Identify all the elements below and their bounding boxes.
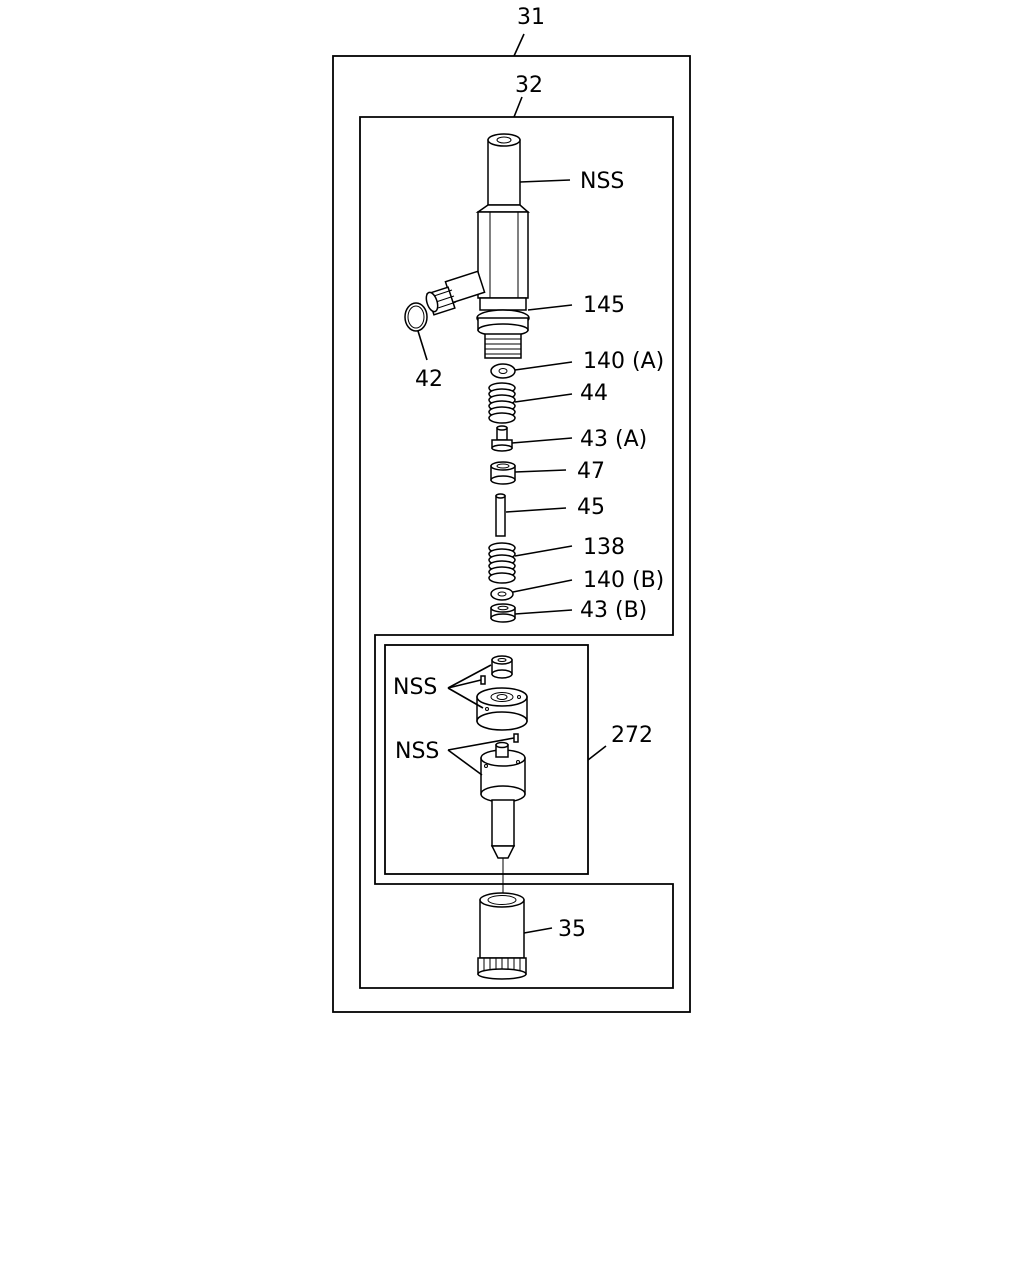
leader-140a (514, 361, 573, 371)
leader-42 (417, 330, 428, 361)
leader-145 (527, 304, 573, 311)
leader-nss-mid1-b (447, 679, 482, 689)
callout-35: 35 (558, 917, 586, 942)
spacer-43b (490, 603, 516, 623)
callout-31: 31 (517, 5, 545, 30)
callout-140a: 140 (A) (583, 349, 664, 374)
callout-nss-mid2: NSS (395, 739, 439, 764)
callout-43b: 43 (B) (580, 598, 647, 623)
leader-nss-mid1-c (447, 687, 484, 709)
leader-nss-mid2-b (447, 749, 483, 776)
leader-nss-mid2-a (447, 737, 515, 751)
leader-35 (523, 927, 553, 934)
o-ring-42 (404, 302, 428, 332)
callout-47: 47 (577, 459, 605, 484)
leader-138 (514, 545, 573, 557)
collar-47 (490, 461, 516, 485)
leader-nss-top (519, 179, 571, 183)
retaining-nut-35 (477, 892, 527, 980)
washer-140b (490, 587, 514, 601)
leader-272 (587, 745, 607, 761)
leader-44 (514, 393, 573, 403)
callout-nss-top: NSS (580, 169, 624, 194)
spring-44 (488, 382, 516, 424)
callout-32: 32 (515, 73, 543, 98)
leader-140b (512, 579, 573, 593)
callout-272: 272 (611, 723, 653, 748)
assembly-32-frame (359, 116, 674, 989)
leader-43b (514, 609, 573, 615)
push-rod-45 (495, 493, 506, 537)
callout-138: 138 (583, 535, 625, 560)
callout-nss-mid1: NSS (393, 675, 437, 700)
leader-31 (513, 33, 525, 57)
leader-47 (514, 469, 567, 473)
nozzle-parts (476, 655, 528, 862)
leader-nss-mid1-a (447, 664, 492, 689)
callout-44: 44 (580, 381, 608, 406)
callout-140b: 140 (B) (583, 568, 664, 593)
callout-145: 145 (583, 293, 625, 318)
leader-45 (505, 507, 567, 513)
callout-45: 45 (577, 495, 605, 520)
spindle-43a (491, 425, 513, 452)
callout-43a: 43 (A) (580, 427, 647, 452)
leader-32 (513, 96, 523, 118)
leader-43a (511, 437, 573, 444)
callout-42: 42 (415, 367, 443, 392)
spring-138 (488, 542, 516, 584)
injector-body (425, 133, 530, 359)
washer-140a (490, 363, 516, 379)
assembly-31-frame (332, 55, 691, 1013)
